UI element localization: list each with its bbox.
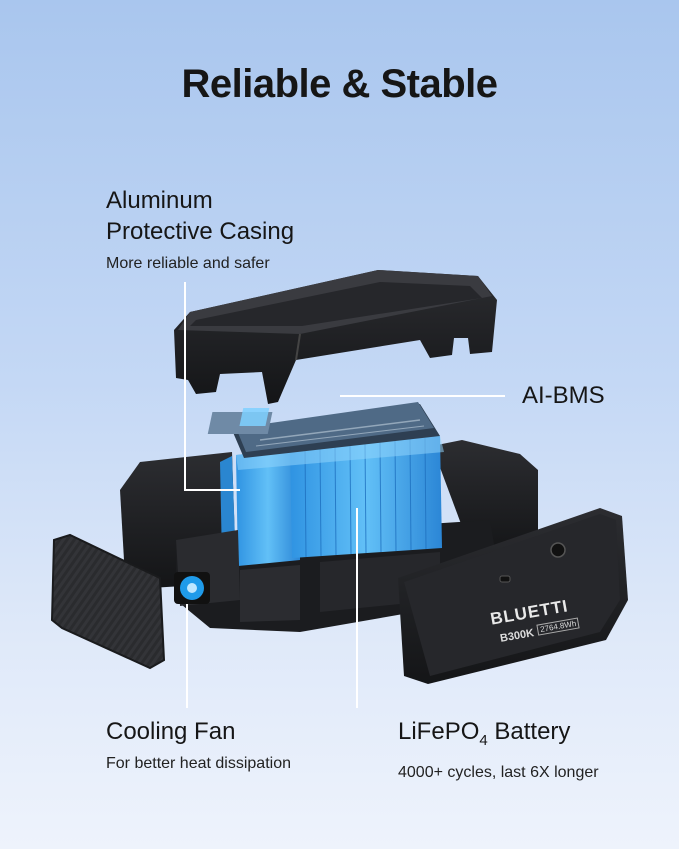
- casing-title-line1: Aluminum: [106, 187, 213, 214]
- battery-cells: [220, 436, 444, 566]
- leader-line-bms: [340, 395, 505, 397]
- battery-subtitle: 4000+ cycles, last 6X longer: [398, 763, 599, 781]
- battery-title-subscript: 4: [479, 731, 488, 749]
- fan-title: Cooling Fan: [106, 718, 236, 745]
- rear-housing-right: [432, 440, 538, 555]
- bms-title: AI-BMS: [522, 382, 605, 409]
- casing-title-line2: Protective Casing: [106, 218, 295, 245]
- fan-module: [174, 530, 240, 606]
- bms-board: [207, 402, 440, 458]
- leader-line-battery: [356, 508, 358, 708]
- callout-casing: Aluminum Protective Casing More reliable…: [106, 185, 366, 273]
- leader-line-casing-vertical: [184, 282, 186, 490]
- callout-fan: Cooling Fan For better heat dissipation: [106, 716, 366, 773]
- side-panel: [50, 533, 166, 670]
- page-title: Reliable & Stable: [181, 62, 498, 106]
- battery-title-main: LiFePO: [398, 718, 480, 745]
- callout-bms: AI-BMS: [522, 380, 605, 411]
- callout-battery: LiFePO4 Battery 4000+ cycles, last 6X lo…: [398, 716, 658, 782]
- battery-title: LiFePO4 Battery: [398, 716, 658, 756]
- casing-subtitle: More reliable and safer: [106, 255, 270, 272]
- casing-lid: [174, 270, 497, 404]
- leader-line-fan: [186, 604, 188, 708]
- battery-title-end: Battery: [487, 718, 571, 745]
- fan-subtitle: For better heat dissipation: [106, 755, 291, 772]
- front-panel: [398, 508, 628, 684]
- leader-line-casing-horizontal: [184, 489, 240, 491]
